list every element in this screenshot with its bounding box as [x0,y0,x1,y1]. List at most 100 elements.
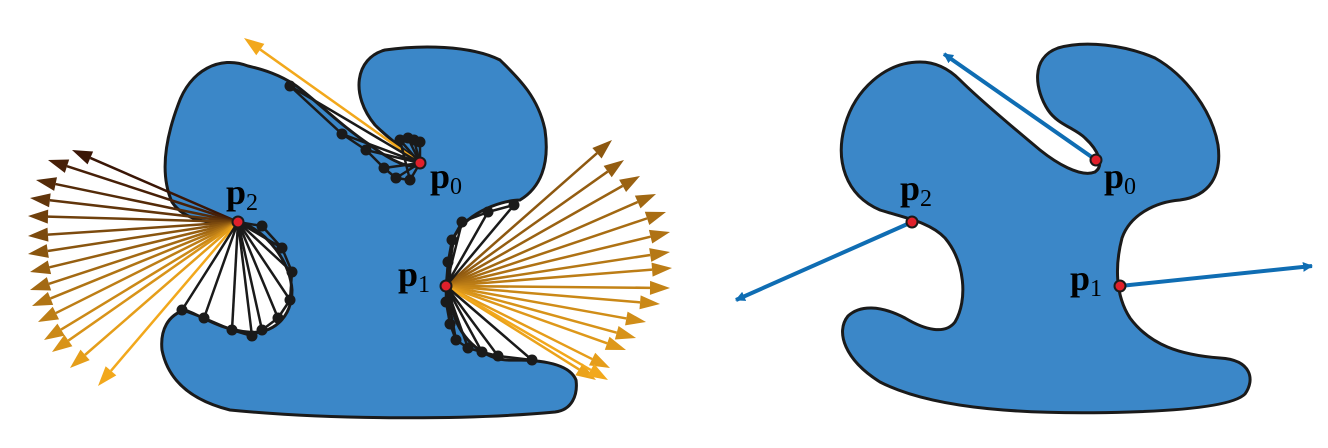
right-normal-arrow-p0 [942,52,1098,162]
left-label-p1: p1 [398,254,430,298]
p1-sample-dot [442,256,454,268]
p1-sample-dot [440,296,452,308]
p0-chord [341,132,421,165]
p0-sample-dot [360,144,372,156]
p1-sample-dot [450,334,462,346]
p1-sample-dot [526,354,538,366]
fan-arrow-p1-15 [445,284,608,380]
fan-arrow-p1-3 [445,194,656,288]
fan-arrow-p1-8 [445,280,670,295]
right-label-p1: p1 [1070,258,1102,302]
right-point-p2 [905,215,919,229]
left-point-p1 [439,279,453,293]
p2-chord [236,221,292,301]
p1-chord [444,285,470,349]
p0-sample-dot [284,80,296,92]
p1-sample-dot [482,206,494,218]
fan-arrow-p2-7 [30,220,239,275]
left-label-p2: p2 [226,172,258,216]
fan-arrow-p2-9 [32,220,239,306]
p0-sample-dot [404,174,416,186]
left-label-p0: p0 [430,156,462,200]
p2-sample-dot [256,324,268,336]
fan-arrow-p1-6 [445,248,670,288]
p1-chord [444,285,484,353]
p2-chord [236,221,264,331]
p1-chord [444,221,464,287]
p1-chord [444,285,458,341]
p2-chord [202,221,240,319]
p1-boundary-segment [497,354,533,362]
fan-arrow-p2-6 [28,220,239,258]
p1-sample-dot [446,234,458,246]
right-blob-shape [839,42,1252,415]
p2-chord [180,221,240,311]
fan-arrow-p2-8 [30,220,239,291]
left-point-p2 [231,215,245,229]
fan-arrow-p2-11 [44,220,239,340]
p2-sample-dot [272,312,284,324]
fan-arrow-p1-7 [445,262,672,288]
fan-arrow-p1-12 [445,284,626,350]
fan-arrow-p0 [244,38,421,165]
fan-arrow-p1-10 [445,284,646,326]
fan-arrow-p2-13 [70,221,239,368]
fan-arrow-p2-1 [48,159,239,224]
right-label-p2: p2 [900,168,932,212]
fan-arrow-p1-1 [445,160,624,288]
p2-sample-dot [246,330,258,342]
left-panel: p0 p1 p2 [28,38,672,420]
p1-chord [445,204,515,287]
p0-sample-dot [390,172,402,184]
left-point-p0 [413,156,427,170]
fan-arrow-p1-11 [445,284,636,340]
fan-arrow-p2-3 [30,193,239,224]
p2-sample-dot [226,324,238,336]
p2-sample-dot [176,304,188,316]
p2-chord [236,221,280,319]
p2-sample-dot [198,312,210,324]
p2-chord [230,221,240,331]
fan-arrow-p2-2 [36,177,239,224]
fan-arrow-p2-4 [28,209,239,224]
p0-sample-dot [378,162,390,174]
p2-chord [237,221,293,273]
p0-boundary-segment [289,85,343,135]
p0-boundary-segment [398,139,412,181]
fan-arrow-p2-5 [28,220,239,242]
p1-sample-dot [492,350,504,362]
p0-chord [289,84,421,165]
p0-sample-dot [336,128,348,140]
p1-chord [445,285,533,361]
fan-arrow-p1-0 [445,140,612,287]
p1-sample-dot [508,199,520,211]
left-boundary-samples [176,80,538,366]
right-panel: p0 p1 p2 [735,42,1313,415]
p2-sample-dot [284,294,296,306]
p2-sample-dot [256,220,268,232]
right-point-p0 [1089,153,1103,167]
p1-sample-dot [462,342,474,354]
left-blob-shape [160,45,578,420]
p1-sample-dot [444,318,456,330]
p1-sample-dot [456,216,468,228]
right-normal-arrow-p1 [1119,261,1313,288]
p2-chord [237,220,283,250]
p1-chord [444,285,500,357]
p2-sample-dot [276,242,288,254]
right-point-p1 [1113,279,1127,293]
fan-arrow-p2-14 [98,221,239,386]
left-query-points [231,156,453,293]
right-label-p0: p0 [1104,156,1136,200]
right-normal-arrow-p2 [735,220,913,302]
fan-arrow-p1-5 [445,229,670,288]
fan-arrow-p2-10 [38,220,239,322]
p0-sample-dot [414,136,426,148]
fan-arrow-p1-9 [445,284,660,310]
fan-arrow-p1-4 [445,211,666,288]
left-fans [28,38,672,386]
p2-chord [236,221,254,337]
fan-arrow-p2-0 [72,150,239,224]
p1-sample-dot [476,346,488,358]
